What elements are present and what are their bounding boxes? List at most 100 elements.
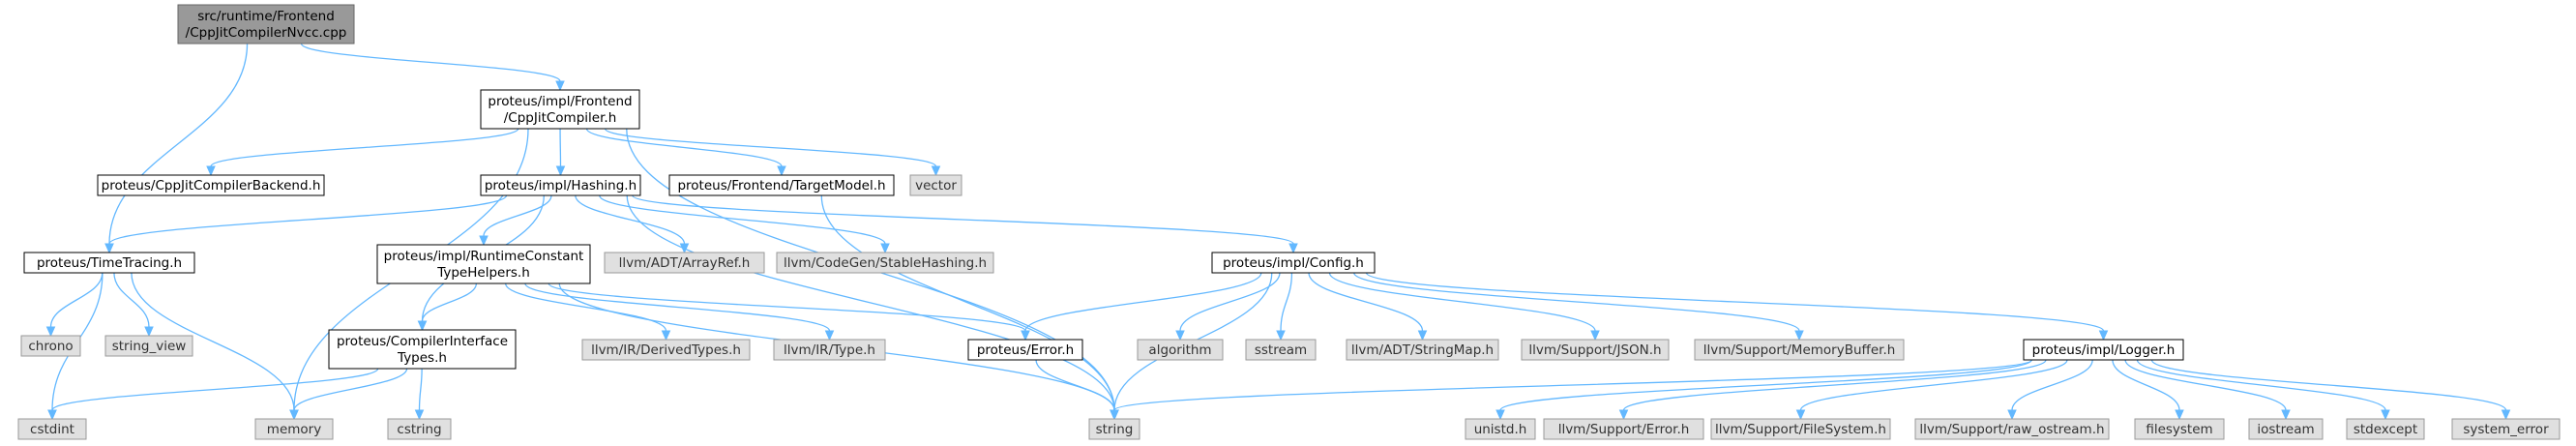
edge-arrowhead bbox=[1794, 330, 1804, 342]
edge-n22-n28 bbox=[1622, 359, 2047, 411]
node-llvm-support-raw-ostream-h: llvm/Support/raw_ostream.h bbox=[1914, 418, 2110, 440]
node-box bbox=[480, 174, 641, 196]
node-proteus-impl-logger-h[interactable]: proteus/impl/Logger.h bbox=[2023, 339, 2184, 361]
edge-n22-n33 bbox=[2136, 359, 2386, 411]
node-proteus-impl-config-h[interactable]: proteus/impl/Config.h bbox=[1211, 252, 1376, 274]
edge-arrowhead bbox=[824, 330, 835, 342]
edge-n10-n17 bbox=[1179, 272, 1281, 332]
node-label: llvm/Support/MemoryBuffer.h bbox=[1703, 342, 1896, 358]
edge-n22-n34 bbox=[2150, 359, 2507, 411]
edge-arrowhead bbox=[931, 165, 941, 177]
node-label: string_view bbox=[112, 339, 187, 354]
node-box bbox=[1710, 418, 1891, 440]
node-label: proteus/Frontend/TargetModel.h bbox=[677, 178, 885, 193]
node-proteus-cppjitcompilerbackend-h[interactable]: proteus/CppJitCompilerBackend.h bbox=[97, 174, 325, 196]
edge-n7-n13 bbox=[421, 282, 478, 322]
node-cstring: cstring bbox=[387, 418, 452, 440]
node-filesystem: filesystem bbox=[2134, 418, 2225, 440]
node-box bbox=[773, 339, 886, 361]
node-label: proteus/impl/Hashing.h bbox=[485, 178, 637, 193]
edge-n22-n26 bbox=[1113, 359, 2032, 411]
node-label: unistd.h bbox=[1474, 422, 1527, 437]
edge-arrowhead bbox=[47, 409, 57, 421]
edge-arrowhead bbox=[2175, 409, 2184, 421]
node-label: TypeHelpers.h bbox=[436, 265, 530, 281]
edge-n13-n23 bbox=[51, 368, 379, 411]
node-box bbox=[1465, 418, 1536, 440]
node-label: proteus/impl/Config.h bbox=[1223, 255, 1364, 271]
node-sstream: sstream bbox=[1245, 339, 1317, 361]
node-box bbox=[104, 335, 193, 357]
edge-arrowhead bbox=[144, 326, 154, 338]
node-box bbox=[387, 418, 452, 440]
node-proteus-impl-frontend-cppjitcompiler-h[interactable]: proteus/impl/Frontend/CppJitCompiler.h bbox=[480, 89, 640, 130]
node-label: llvm/IR/Type.h bbox=[784, 342, 875, 358]
node-box bbox=[1137, 339, 1224, 361]
edge-n16-n26 bbox=[1035, 359, 1115, 411]
edge-arrowhead bbox=[1288, 243, 1298, 254]
node-box bbox=[1245, 339, 1317, 361]
node-box bbox=[2346, 418, 2425, 440]
edge-arrowhead bbox=[1175, 330, 1185, 342]
node-llvm-adt-arrayref-h: llvm/ADT/ArrayRef.h bbox=[604, 252, 765, 274]
edge-arrowhead bbox=[661, 330, 671, 342]
node-iostream: iostream bbox=[2248, 418, 2324, 440]
edge-arrowhead bbox=[1795, 409, 1806, 421]
edge-arrowhead bbox=[555, 165, 566, 177]
node-label: llvm/Support/JSON.h bbox=[1528, 342, 1661, 358]
edge-arrowhead bbox=[1590, 330, 1600, 342]
edge-arrowhead bbox=[1110, 409, 1119, 421]
node-box bbox=[1694, 339, 1905, 361]
node-label: /CppJitCompilerNvcc.cpp bbox=[186, 25, 347, 41]
node-proteus-frontend-targetmodel-h[interactable]: proteus/Frontend/TargetModel.h bbox=[668, 174, 895, 196]
node-stdexcept: stdexcept bbox=[2346, 418, 2425, 440]
node-box bbox=[776, 252, 994, 274]
edge-n13-n24 bbox=[293, 368, 408, 411]
edge-arrowhead bbox=[880, 243, 890, 254]
edge-n1-n2 bbox=[210, 128, 519, 167]
node-label: proteus/TimeTracing.h bbox=[37, 255, 182, 271]
node-box bbox=[1521, 339, 1670, 361]
edge-arrowhead bbox=[2098, 330, 2109, 342]
node-box bbox=[581, 339, 751, 361]
node-proteus-timetracing-h[interactable]: proteus/TimeTracing.h bbox=[23, 252, 195, 274]
edge-arrowhead bbox=[414, 409, 425, 421]
edge-n22-n32 bbox=[2124, 359, 2287, 411]
node-src-runtime-frontend-cppjitcompilernvcc-cpp[interactable]: src/runtime/Frontend/CppJitCompilerNvcc.… bbox=[177, 4, 355, 45]
node-box bbox=[604, 252, 765, 274]
edge-n1-n5 bbox=[604, 128, 937, 167]
node-proteus-impl-hashing-h[interactable]: proteus/impl/Hashing.h bbox=[480, 174, 641, 196]
node-llvm-ir-type-h: llvm/IR/Type.h bbox=[773, 339, 886, 361]
node-box bbox=[1211, 252, 1376, 274]
edge-n0-n6 bbox=[108, 43, 249, 245]
node-box bbox=[668, 174, 895, 196]
node-label: llvm/Support/raw_ostream.h bbox=[1919, 422, 2104, 437]
node-label: memory bbox=[267, 422, 321, 437]
node-string-view: string_view bbox=[104, 335, 193, 357]
node-label: /CppJitCompiler.h bbox=[504, 110, 617, 126]
edge-n22-n31 bbox=[2112, 359, 2180, 411]
node-vector: vector bbox=[909, 174, 962, 196]
edge-n3-n6 bbox=[108, 194, 508, 245]
node-system-error: system_error bbox=[2451, 418, 2561, 440]
edge-arrowhead bbox=[1276, 330, 1286, 342]
node-box bbox=[909, 174, 962, 196]
node-box bbox=[20, 335, 81, 357]
node-proteus-error-h[interactable]: proteus/Error.h bbox=[967, 339, 1083, 361]
edge-n10-n19 bbox=[1308, 272, 1424, 332]
node-unistd-h: unistd.h bbox=[1465, 418, 1536, 440]
node-box bbox=[376, 244, 591, 284]
node-label: proteus/CppJitCompilerBackend.h bbox=[102, 178, 321, 193]
node-label: llvm/Support/FileSystem.h bbox=[1715, 422, 1886, 437]
node-label: llvm/ADT/StringMap.h bbox=[1351, 342, 1494, 358]
edge-arrowhead bbox=[1021, 330, 1030, 342]
node-box bbox=[23, 252, 195, 274]
edge-n10-n20 bbox=[1328, 272, 1596, 332]
node-proteus-impl-runtimeconstanttypehelpers-h[interactable]: proteus/impl/RuntimeConstantTypeHelpers.… bbox=[376, 244, 591, 284]
edge-arrowhead bbox=[555, 80, 565, 92]
node-box bbox=[2134, 418, 2225, 440]
edge-arrowhead bbox=[2281, 409, 2291, 421]
node-box bbox=[480, 89, 640, 130]
